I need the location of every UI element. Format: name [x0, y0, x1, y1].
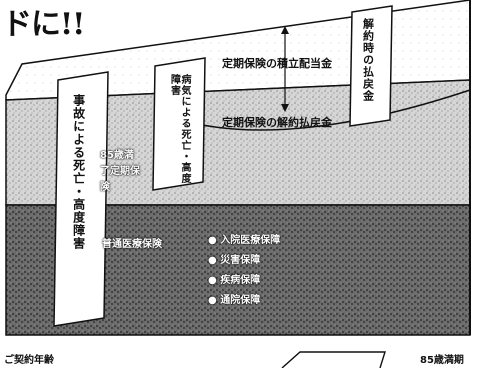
- medical-item: ● 疾病保障: [208, 275, 261, 286]
- label-surrender-at-cancel: 解約時の払戻金: [361, 18, 375, 102]
- medical-items-list: ● 入院医療保障 ● 災害保障 ● 疾病保障 ● 通院保障: [208, 236, 280, 306]
- footer-left-label: ご契約年齢: [4, 355, 54, 366]
- label-term-until-85: 85歳満了定期保険: [100, 150, 140, 193]
- surrender-value-curve: [179, 89, 471, 131]
- label-illness-death: 病気による死亡・高度障害: [168, 74, 191, 184]
- arrow-up-head: [281, 26, 289, 34]
- medical-item: ● 災害保障: [208, 255, 261, 266]
- cancel-panel: [349, 5, 393, 127]
- medical-item: ● 通院保障: [208, 295, 261, 306]
- illness-panel: [152, 57, 206, 191]
- header-title: ドに!!: [2, 7, 85, 42]
- arrow-down-head: [281, 104, 289, 112]
- label-accumulated-dividend: 定期保険の積立配当金: [222, 57, 332, 70]
- label-accident-death: 事故による死亡・高度障害: [71, 94, 86, 250]
- footer-bracket: [281, 351, 386, 368]
- medical-item: ● 入院医療保障: [208, 235, 281, 246]
- label-medical-insurance: 普通医療保険: [102, 239, 162, 250]
- footer-right-label: 85歳満期: [420, 355, 464, 366]
- label-term-surrender-value: 定期保険の解約払戻金: [222, 116, 332, 129]
- accident-panel: [53, 71, 109, 327]
